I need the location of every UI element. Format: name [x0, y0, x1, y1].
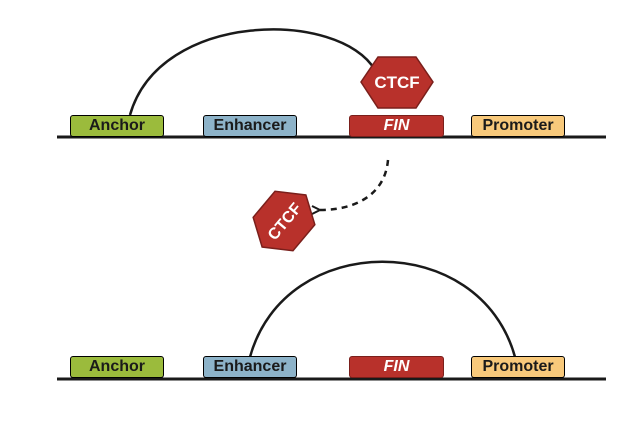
bottom-promoter-box: Promoter — [471, 356, 565, 378]
top-anchor-box: Anchor — [70, 115, 164, 137]
released-ctcf-hexagon: CTCF — [252, 190, 316, 252]
top-loop-arc — [128, 28, 377, 116]
release-arrow — [320, 159, 390, 210]
top-enhancer-box: Enhancer — [203, 115, 297, 137]
bottom-loop-arc — [248, 260, 517, 358]
bottom-anchor-box: Anchor — [70, 356, 164, 378]
top-promoter-box: Promoter — [471, 115, 565, 137]
top-ctcf-label: CTCF — [374, 73, 419, 92]
top-fin-box: FIN — [349, 115, 444, 137]
bottom-fin-box: FIN — [349, 356, 444, 378]
top-ctcf-hexagon: CTCF — [360, 56, 434, 109]
bottom-enhancer-box: Enhancer — [203, 356, 297, 378]
